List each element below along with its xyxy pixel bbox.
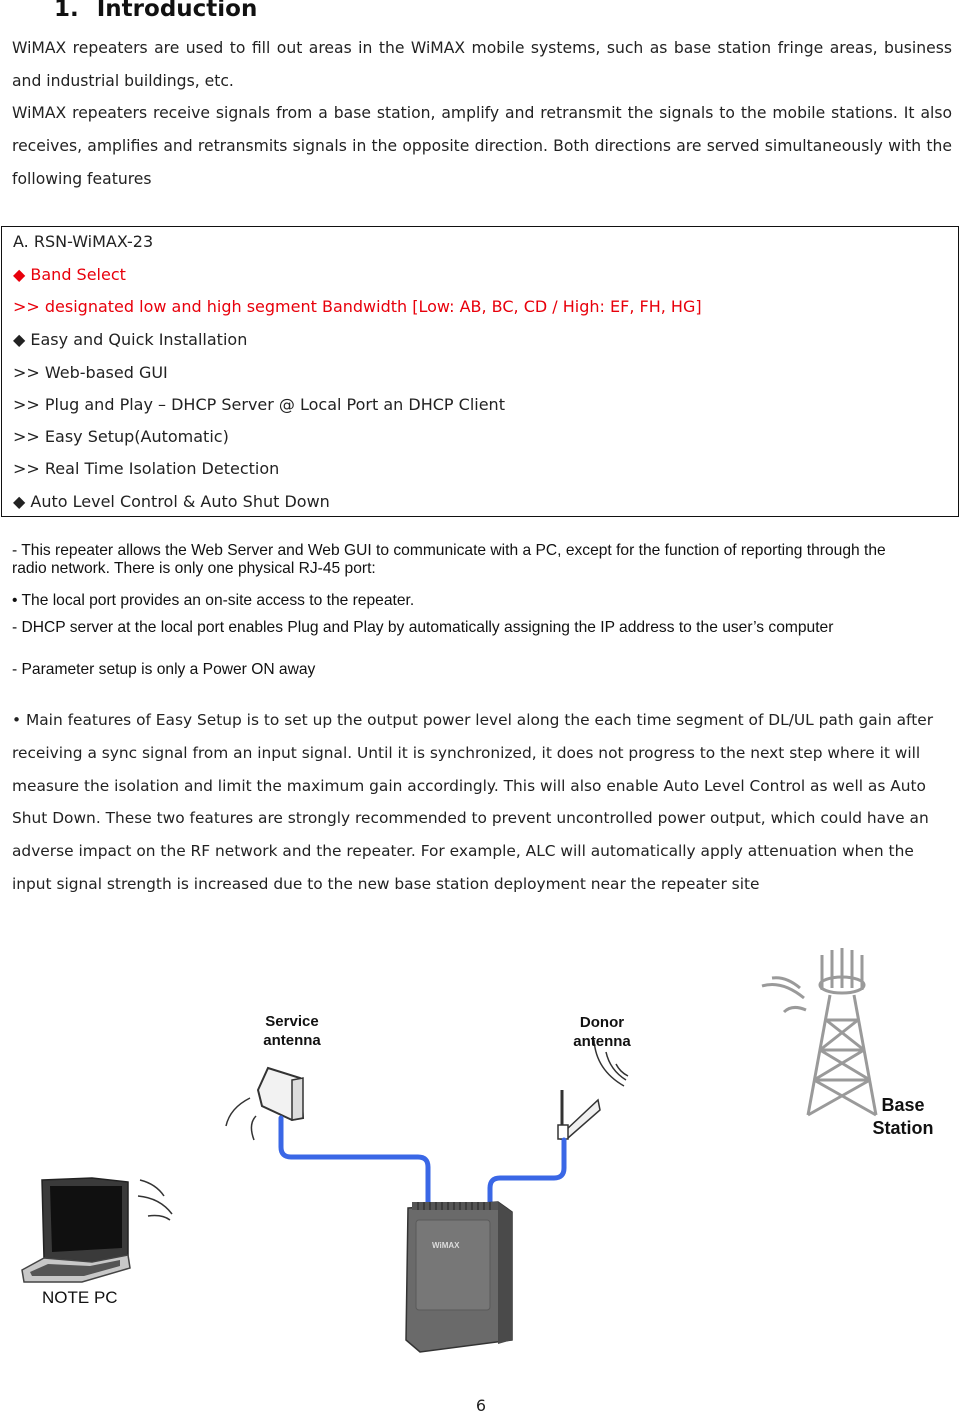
base-station-tower-icon (761, 948, 878, 1117)
note-web-server: - This repeater allows the Web Server an… (12, 542, 886, 577)
wimax-repeater-device-icon: WiMAX (405, 1201, 513, 1353)
feature-plug-and-play: >> Plug and Play – DHCP Server @ Local P… (13, 395, 505, 414)
feature-web-gui: >> Web-based GUI (13, 363, 168, 382)
easy-setup-paragraph: • Main features of Easy Setup is to set … (12, 711, 934, 893)
note-pc-laptop-icon (21, 1177, 173, 1283)
feature-box-title: A. RSN-WiMAX-23 (13, 232, 154, 251)
page-number: 6 (475, 1396, 487, 1415)
donor-antenna-label: Donor antenna (562, 1013, 642, 1051)
donor-antenna-label-line-2: antenna (573, 1033, 631, 1050)
service-antenna-label-line-1: Service (265, 1013, 319, 1030)
service-antenna-label: Service antenna (252, 1012, 332, 1050)
donor-antenna-label-line-1: Donor (579, 1014, 625, 1031)
section-title: Introduction (96, 0, 258, 22)
base-station-label: Base Station (860, 1094, 946, 1140)
service-antenna-icon (225, 1066, 305, 1141)
donor-antenna-icon (557, 1039, 629, 1140)
intro-paragraph-1: WiMAX repeaters are used to fill out are… (12, 39, 952, 90)
section-number: 1. (54, 0, 79, 22)
note-parameter-setup: - Parameter setup is only a Power ON awa… (12, 661, 316, 678)
base-station-label-line-2: Station (872, 1118, 934, 1138)
antenna-cables (278, 1115, 567, 1213)
note-local-port: • The local port provides an on-site acc… (12, 592, 415, 609)
feature-easy-install: ◆ Easy and Quick Installation (13, 330, 248, 349)
section-heading: 1. Introduction (54, 0, 257, 22)
note-pc-label: NOTE PC (42, 1288, 118, 1307)
feature-easy-setup: >> Easy Setup(Automatic) (13, 427, 229, 446)
note-dhcp: - DHCP server at the local port enables … (12, 619, 834, 636)
device-label: WiMAX (432, 1241, 460, 1250)
feature-isolation-detection: >> Real Time Isolation Detection (13, 459, 280, 478)
feature-band-detail: >> designated low and high segment Bandw… (13, 297, 702, 316)
intro-paragraph-2: WiMAX repeaters receive signals from a b… (12, 104, 952, 188)
service-antenna-label-line-2: antenna (263, 1032, 321, 1049)
feature-box: A. RSN-WiMAX-23 ◆ Band Select >> designa… (1, 226, 959, 517)
base-station-label-line-1: Base (881, 1095, 925, 1115)
network-diagram: WiMAX (21, 948, 878, 1353)
feature-band-select: ◆ Band Select (13, 265, 126, 284)
feature-alc-shutdown: ◆ Auto Level Control & Auto Shut Down (13, 492, 330, 511)
